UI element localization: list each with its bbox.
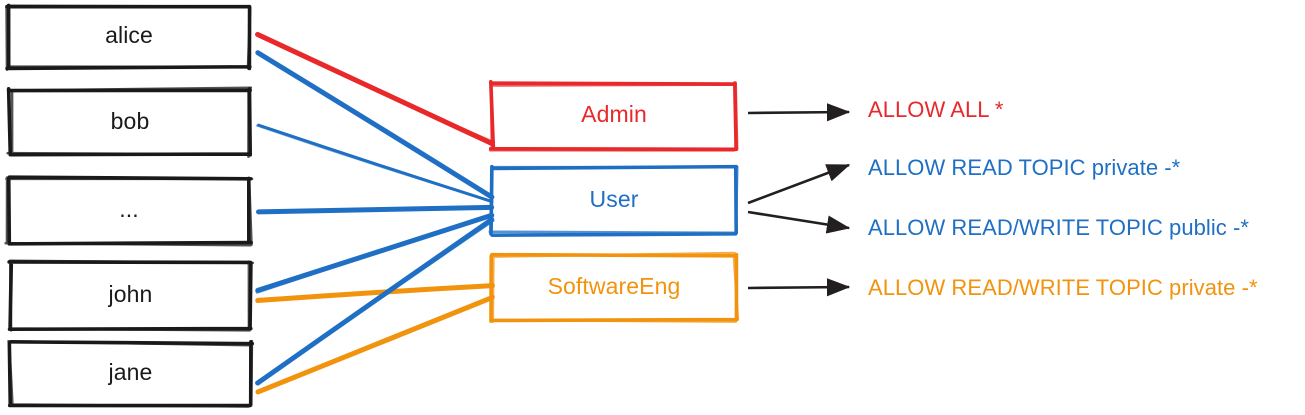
user-box-bob-stroke: [6, 86, 253, 158]
user-box-ellipsis[interactable]: [4, 175, 254, 247]
user-box-alice[interactable]: [5, 3, 252, 71]
link-jane-user-stroke: [254, 219, 495, 385]
role-box-softwareeng-stroke: [491, 251, 740, 323]
user-box-bob-stroke: [6, 86, 253, 157]
permission-arrows: [747, 103, 851, 297]
role-box-user-stroke: [489, 164, 739, 237]
role-box-admin-stroke: [488, 80, 738, 152]
role-boxes: [488, 80, 740, 323]
link-bob-user[interactable]: [255, 123, 494, 204]
user-box-jane[interactable]: [7, 339, 255, 408]
perm-readwrite-public: ALLOW READ/WRITE TOPIC public -*: [868, 215, 1249, 240]
perm-readwrite-private: ALLOW READ/WRITE TOPIC private -*: [868, 275, 1258, 300]
role-box-admin-stroke: [488, 81, 739, 152]
link-bob-user-stroke: [255, 124, 494, 203]
arrow-user-to-read-private: [747, 163, 851, 205]
arrow-admin-to-allow-all: [747, 103, 851, 122]
role-box-user[interactable]: [488, 164, 739, 237]
user-box-jane-stroke: [7, 340, 255, 408]
link-ellipsis-user-stroke: [257, 206, 492, 213]
link-alice-user-stroke: [257, 50, 495, 199]
link-john-user-stroke: [255, 213, 492, 294]
role-box-softwareeng[interactable]: [489, 251, 740, 323]
user-box-jane-stroke: [7, 339, 254, 408]
link-alice-admin[interactable]: [255, 31, 496, 147]
link-jane-softwareeng[interactable]: [255, 294, 495, 395]
user-boxes: [4, 3, 255, 408]
user-box-alice-stroke: [5, 3, 252, 71]
link-jane-user[interactable]: [254, 217, 495, 386]
link-john-softwareeng-stroke: [256, 283, 492, 301]
link-ellipsis-user[interactable]: [256, 204, 495, 215]
link-john-softwareeng[interactable]: [255, 283, 495, 304]
role-box-softwareeng-stroke: [489, 252, 739, 323]
arrow-softwareeng-to-readwrite-private: [747, 278, 851, 297]
user-box-bob[interactable]: [6, 86, 253, 158]
link-jane-softwareeng-stroke: [257, 294, 495, 393]
role-box-user-stroke: [488, 165, 739, 236]
role-box-admin[interactable]: [488, 80, 739, 152]
link-john-user[interactable]: [255, 212, 495, 294]
arrow-user-to-readwrite-public: [747, 210, 851, 234]
user-box-john-stroke: [8, 259, 255, 332]
user-box-john-stroke: [7, 260, 253, 332]
link-bob-user-stroke: [257, 123, 494, 204]
link-alice-user[interactable]: [255, 50, 495, 200]
perm-allow-all: ALLOW ALL *: [868, 97, 1004, 122]
user-box-ellipsis-stroke: [6, 175, 253, 246]
user-box-ellipsis-stroke: [4, 176, 254, 247]
user-box-alice-stroke: [5, 4, 252, 71]
role-assignment-links: [254, 31, 496, 395]
perm-read-private: ALLOW READ TOPIC private -*: [868, 155, 1181, 180]
user-box-john[interactable]: [7, 259, 255, 332]
link-alice-admin-stroke: [255, 33, 496, 144]
